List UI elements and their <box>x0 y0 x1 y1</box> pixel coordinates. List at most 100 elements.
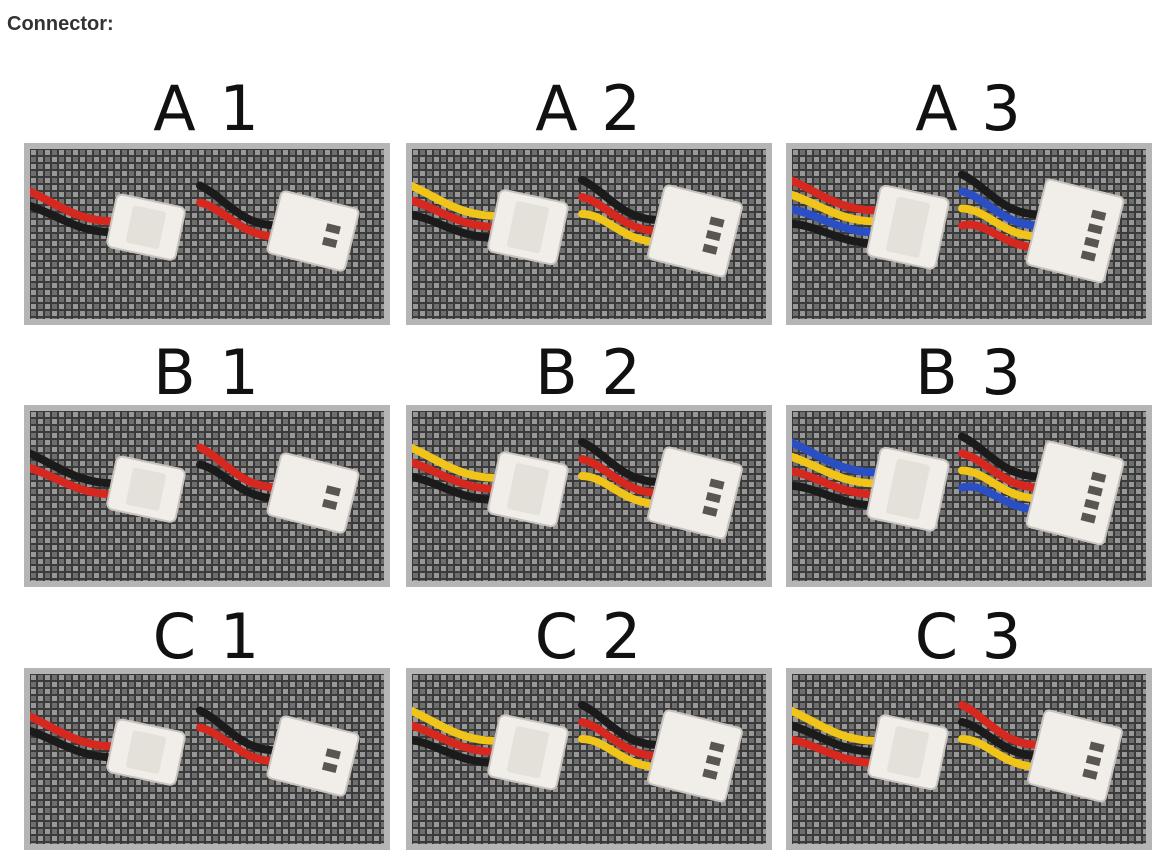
wire-yellow <box>958 466 1043 503</box>
pin-hole <box>702 243 718 255</box>
wire-yellow <box>412 443 501 482</box>
right-housing <box>1025 440 1125 546</box>
wire-black <box>792 219 881 248</box>
connector-label: C 3 <box>914 600 1024 673</box>
wire-black <box>412 472 501 504</box>
wire-yellow <box>958 735 1043 771</box>
wire-yellow <box>958 204 1043 241</box>
pin-hole <box>325 485 341 497</box>
pin-hole <box>1090 209 1107 221</box>
wire-blue <box>792 205 881 237</box>
pin-hole <box>1083 498 1100 510</box>
pin-hole <box>705 755 722 767</box>
housing-latch <box>886 458 930 520</box>
connector-illustration <box>412 149 766 319</box>
wire-yellow <box>792 452 881 488</box>
wire-black <box>958 432 1043 481</box>
pin-hole <box>709 741 725 753</box>
connector-photo <box>406 405 772 587</box>
wire-black <box>30 726 119 762</box>
wire-red <box>412 196 501 231</box>
wire-black <box>578 438 663 486</box>
housing-latch <box>507 726 549 779</box>
connector-photo <box>786 668 1152 850</box>
wire-black <box>792 481 881 510</box>
connector-illustration <box>412 411 766 581</box>
housing-latch <box>887 726 929 779</box>
connector-label: A 2 <box>535 72 643 145</box>
housing-latch <box>507 463 549 516</box>
housing-latch <box>125 205 166 249</box>
connector-label: B 1 <box>153 336 261 409</box>
pin-hole <box>705 230 722 242</box>
housing-latch <box>125 467 166 511</box>
wire-red <box>958 449 1043 492</box>
wire-red <box>412 721 501 756</box>
right-housing <box>647 184 743 278</box>
pin-hole <box>1087 485 1103 497</box>
wire-yellow <box>578 472 663 508</box>
connector-label: B 2 <box>535 336 643 409</box>
connector-illustration <box>792 674 1146 844</box>
connector-illustration <box>792 149 1146 319</box>
right-housing <box>266 452 360 534</box>
pin-hole <box>705 492 722 504</box>
connector-photo <box>24 143 390 325</box>
wire-black <box>412 735 501 767</box>
pin-hole <box>321 761 338 773</box>
wire-blue <box>958 187 1043 230</box>
connector-photo <box>406 143 772 325</box>
wire-yellow <box>792 706 881 745</box>
connector-label: B 3 <box>915 336 1023 409</box>
connector-illustration <box>30 149 384 319</box>
wire-black <box>578 176 663 224</box>
pin-hole <box>1090 471 1107 483</box>
right-housing <box>266 715 360 797</box>
pin-hole <box>325 748 341 760</box>
wire-red <box>792 176 881 215</box>
wire-red <box>792 735 881 767</box>
pin-hole <box>702 505 718 517</box>
wire-black <box>578 701 663 749</box>
right-housing <box>266 190 360 272</box>
wire-yellow <box>578 210 663 246</box>
housing-latch <box>886 196 930 258</box>
connector-photo <box>406 668 772 850</box>
wire-red <box>578 193 663 235</box>
wire-red <box>30 187 119 226</box>
connector-photo <box>786 405 1152 587</box>
connector-illustration <box>412 674 766 844</box>
connector-label: C 1 <box>152 600 262 673</box>
housing-latch <box>507 201 549 254</box>
pin-hole <box>321 236 338 248</box>
housing-latch <box>125 730 166 774</box>
right-housing <box>647 446 743 540</box>
wire-black <box>196 181 281 230</box>
page-heading: Connector: <box>7 13 114 35</box>
pin-hole <box>1080 250 1097 262</box>
wire-red <box>958 701 1043 749</box>
pin-hole <box>1085 755 1102 767</box>
connector-label: A 1 <box>153 72 261 145</box>
wire-black <box>30 201 119 237</box>
pin-hole <box>1080 512 1097 524</box>
wire-red <box>196 723 281 766</box>
right-housing <box>647 709 743 803</box>
pin-hole <box>702 768 718 780</box>
wire-black <box>30 449 119 488</box>
wire-black <box>958 170 1043 219</box>
wire-red <box>30 712 119 751</box>
connector-label: A 3 <box>915 72 1023 145</box>
connector-illustration <box>30 674 384 844</box>
connector-label: C 2 <box>534 600 644 673</box>
wire-black <box>958 718 1043 760</box>
pin-hole <box>1082 768 1098 780</box>
wire-red <box>958 220 1043 252</box>
wire-black <box>412 210 501 242</box>
pin-hole <box>1089 741 1105 753</box>
wire-red <box>578 455 663 497</box>
pin-hole <box>1083 236 1100 248</box>
pin-hole <box>321 498 338 510</box>
wire-red <box>196 198 281 241</box>
